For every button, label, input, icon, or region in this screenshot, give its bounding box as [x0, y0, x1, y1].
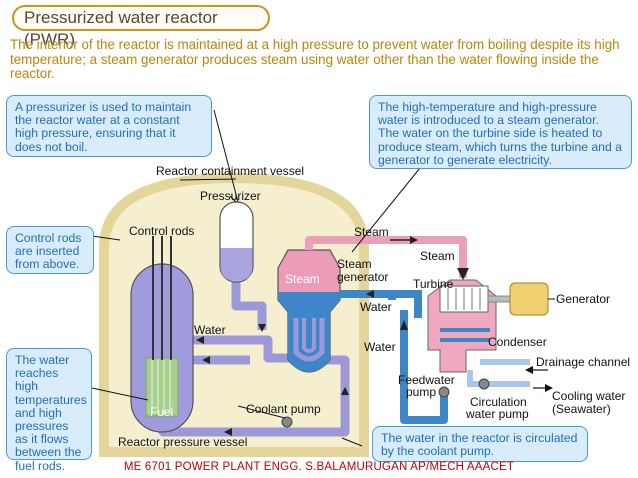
- footer-credit: ME 6701 POWER PLANT ENGG. S.BALAMURUGAN …: [123, 461, 515, 473]
- label-steam-right: Steam: [420, 249, 455, 263]
- fuel-assembly: [145, 357, 179, 417]
- label-drainage-channel: Drainage channel: [536, 355, 630, 369]
- label-feedwater-pump-2: pump: [406, 385, 436, 399]
- control-rods: [152, 236, 172, 360]
- intro-text: The interior of the reactor is maintaine…: [10, 37, 620, 81]
- coolant-pump: [281, 416, 293, 428]
- label-cooling-water-1: Cooling water: [552, 389, 625, 403]
- label-steam-top: Steam: [354, 225, 389, 239]
- label-condenser: Condenser: [488, 335, 547, 349]
- label-circulation-pump-2: water pump: [465, 407, 529, 421]
- label-coolant-pump: Coolant pump: [246, 402, 321, 416]
- label-turbine: Turbine: [413, 277, 454, 291]
- label-pressurizer: Pressurizer: [200, 189, 261, 203]
- label-steam-generator-1: Steam: [337, 257, 372, 271]
- fuel-callout: The water reaches high temperatures and …: [6, 348, 92, 472]
- coolant-pump-callout: The water in the reactor is circulated b…: [372, 426, 588, 462]
- label-containment-vessel: Reactor containment vessel: [156, 164, 304, 178]
- label-steam-generator-2: generator: [337, 270, 388, 284]
- label-water-left: Water: [194, 323, 226, 337]
- containment-label-leader: [179, 178, 237, 181]
- label-circulation-pump-1: Circulation: [470, 395, 527, 409]
- label-feedwater-pump-1: Feedwater: [398, 373, 455, 387]
- cooling-water-line: [467, 370, 530, 387]
- steam-generator-callout: The high-temperature and high-pressure w…: [369, 95, 632, 169]
- label-steam-in-generator: Steam: [285, 272, 320, 286]
- circulation-water-pump: [478, 378, 490, 390]
- label-control-rods: Control rods: [129, 224, 194, 238]
- label-water-right: Water: [360, 300, 392, 314]
- label-reactor-pressure-vessel: Reactor pressure vessel: [118, 435, 247, 449]
- label-generator: Generator: [556, 292, 610, 306]
- control-rods-callout: Control rods are inserted from above.: [6, 226, 94, 274]
- feedwater-pump: [438, 386, 450, 398]
- label-cooling-water-2: (Seawater): [552, 402, 611, 416]
- steam-line: [305, 236, 467, 278]
- label-fuel: Fuel: [150, 405, 173, 419]
- pressurizer-callout: A pressurizer is used to maintain the re…: [6, 95, 212, 157]
- label-water-lower: Water: [364, 340, 396, 354]
- page-title: Pressurized water reactor (PWR): [12, 5, 270, 49]
